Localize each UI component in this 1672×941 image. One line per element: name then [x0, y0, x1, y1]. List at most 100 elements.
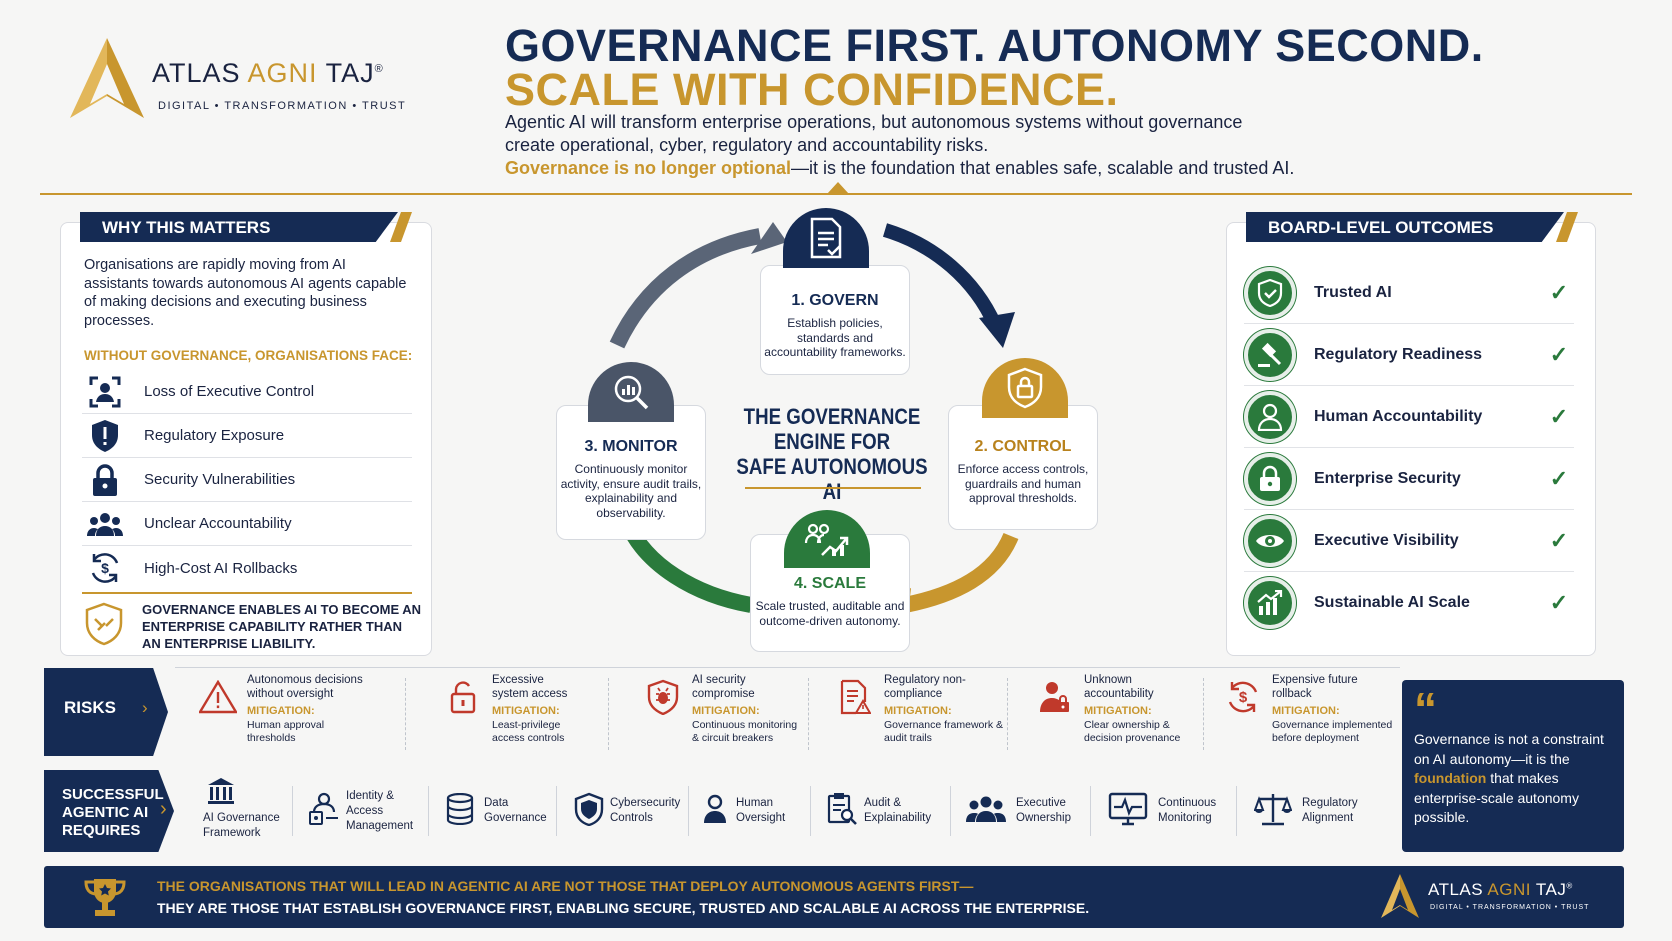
- requirement-item: Human Oversight: [702, 776, 796, 846]
- growth-chart-icon: [1244, 577, 1296, 629]
- dollar-cycle-icon: $: [1220, 674, 1266, 720]
- arrow-head-govern: [751, 222, 787, 254]
- user-icon: [702, 794, 728, 829]
- gavel-icon: [1244, 328, 1296, 381]
- requirement-item: Regulatory Alignment: [1253, 776, 1370, 846]
- board-item: Enterprise Security ✓: [1244, 448, 1574, 510]
- shield-handshake-icon: [85, 602, 123, 646]
- database-icon: [446, 792, 474, 830]
- board-item: Human Accountability ✓: [1244, 386, 1574, 448]
- why-title: WHY THIS MATTERS: [80, 212, 398, 242]
- footer-line-1: THE ORGANISATIONS THAT WILL LEAD IN AGEN…: [157, 878, 974, 894]
- risk-separator: [1007, 678, 1008, 750]
- lock-icon: [82, 462, 128, 498]
- why-item: Security Vulnerabilities: [82, 458, 412, 502]
- brand-name: ATLAS AGNI TAJ®: [152, 58, 384, 88]
- why-footer-divider: [82, 592, 412, 594]
- engine-title-underline: [745, 487, 921, 489]
- arrow-monitor-to-govern: [609, 228, 762, 349]
- board-title: BOARD-LEVEL OUTCOMES: [1246, 212, 1564, 242]
- requirement-separator: [688, 786, 689, 836]
- requirement-item: Executive Ownership: [966, 776, 1082, 846]
- dollar-cycle-icon: $: [82, 550, 128, 586]
- risk-separator: [808, 678, 809, 750]
- board-item: Sustainable AI Scale ✓: [1244, 572, 1574, 634]
- shield-icon: [574, 792, 604, 831]
- executive-focus-icon: [82, 374, 128, 410]
- risks-tab: RISKS›: [44, 668, 168, 756]
- scales-icon: [1253, 792, 1293, 831]
- arrow-control-to-scale: [903, 532, 1019, 613]
- step-scale-title: 4. SCALE: [793, 575, 866, 592]
- step-control: 2. CONTROL Enforce access controls, guar…: [948, 405, 1098, 530]
- requirement-separator: [950, 786, 951, 836]
- step-monitor-desc: Continuously monitor activity, ensure au…: [560, 462, 702, 520]
- quote-text: Governance is not a constraint on AI aut…: [1414, 731, 1604, 825]
- arrow-govern-to-control: [882, 223, 1002, 328]
- svg-text:$: $: [1239, 689, 1248, 706]
- requirement-item: Audit & Explainability: [826, 776, 940, 846]
- risk-separator: [1203, 678, 1204, 750]
- bug-shield-icon: [640, 674, 686, 720]
- why-panel: [60, 222, 432, 656]
- requirement-separator: [556, 786, 557, 836]
- person-icon: [1244, 390, 1296, 443]
- board-item: Executive Visibility ✓: [1244, 510, 1574, 572]
- intro-line-2: create operational, cyber, regulatory an…: [505, 135, 989, 155]
- why-item: $ High-Cost AI Rollbacks: [82, 546, 412, 590]
- arrow-head-control: [979, 312, 1015, 348]
- step-scale-desc: Scale trusted, auditable and outcome-dri…: [755, 599, 905, 628]
- unlock-icon: [440, 674, 486, 720]
- requirement-item: AI Governance Framework: [200, 776, 293, 846]
- quote-mark-icon: “: [1414, 683, 1437, 735]
- why-subtitle: WITHOUT GOVERNANCE, ORGANISATIONS FACE:: [84, 348, 413, 363]
- risks-top-divider: [175, 667, 1400, 668]
- why-item: Unclear Accountability: [82, 502, 412, 546]
- document-warning-icon: [832, 674, 878, 720]
- why-item: Loss of Executive Control: [82, 370, 412, 414]
- requirement-separator: [810, 786, 811, 836]
- trophy-icon: [84, 879, 126, 916]
- step-govern-title: 1. GOVERN: [791, 292, 879, 309]
- intro-line-1: Agentic AI will transform enterprise ope…: [505, 112, 1243, 132]
- why-body: Organisations are rapidly moving from AI…: [84, 257, 407, 329]
- board-item: Regulatory Readiness ✓: [1244, 324, 1574, 386]
- step-control-title: 2. CONTROL: [974, 438, 1072, 455]
- step-govern: 1. GOVERN Establish policies, standards …: [760, 265, 910, 375]
- intro-highlight: Governance is no longer optional: [505, 158, 792, 178]
- svg-text:$: $: [101, 560, 109, 576]
- check-icon: ✓: [1549, 403, 1569, 429]
- footer-line-2: THEY ARE THOSE THAT ESTABLISH GOVERNANCE…: [157, 900, 1090, 916]
- people-icon: [82, 506, 128, 542]
- requirement-item: Data Governance: [446, 776, 550, 846]
- requires-tab: SUCCESSFUL AGENTIC AI REQUIRES: [44, 770, 174, 852]
- warning-icon: [195, 674, 241, 720]
- step-monitor: 3. MONITOR Continuously monitor activity…: [556, 405, 706, 540]
- magnifier-chart-icon: [588, 362, 674, 422]
- user-lock-icon: [1032, 674, 1078, 720]
- headline-primary: GOVERNANCE FIRST. AUTONOMY SECOND.: [505, 20, 1484, 71]
- step-govern-desc: Establish policies, standards and accoun…: [764, 316, 906, 359]
- shield-check-icon: [1244, 266, 1296, 319]
- risk-separator: [608, 678, 609, 750]
- header-divider: [40, 193, 1632, 195]
- atlas-logo-icon: [70, 38, 144, 118]
- eye-icon: [1244, 514, 1296, 567]
- identity-icon: [308, 792, 340, 831]
- check-icon: ✓: [1549, 527, 1569, 553]
- shield-alert-icon: [82, 418, 128, 454]
- requirement-separator: [292, 786, 293, 836]
- board-item: Trusted AI ✓: [1244, 262, 1574, 324]
- footer-brand-tagline: DIGITAL • TRANSFORMATION • TRUST: [1430, 904, 1590, 911]
- requirement-item: Continuous Monitoring: [1108, 776, 1230, 846]
- institution-icon: [206, 776, 236, 811]
- footer-banner: [44, 866, 1624, 928]
- brand-tagline: DIGITAL • TRANSFORMATION • TRUST: [158, 100, 407, 112]
- intro-line-3: Governance is no longer optional—it is t…: [505, 158, 1295, 178]
- requirement-separator: [1090, 786, 1091, 836]
- footer-brand-name: ATLAS AGNI TAJ®: [1428, 880, 1573, 899]
